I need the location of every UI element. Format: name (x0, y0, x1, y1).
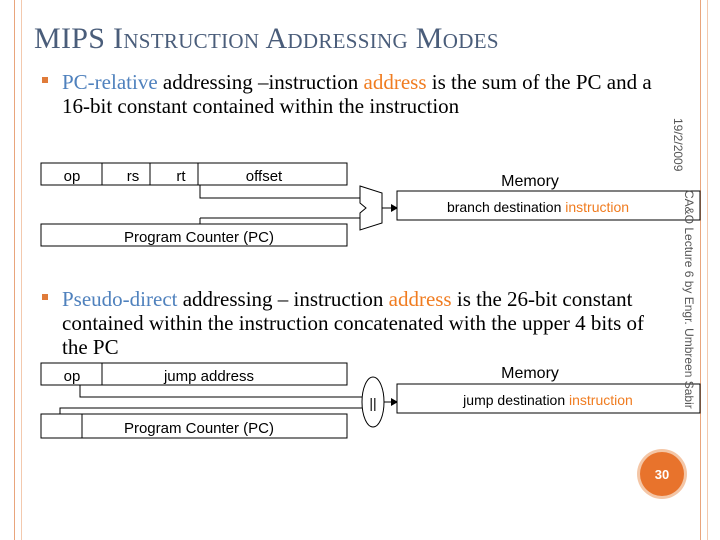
bullet-highlight: address (388, 287, 452, 311)
memory-destination: jump destination instruction (462, 392, 633, 408)
memory-box (396, 383, 701, 414)
bullet-text: addressing – instruction (177, 287, 389, 311)
bullet-marker (42, 77, 48, 83)
address-wire (79, 385, 362, 398)
pc-relative-diagram: op rs rt offset Memory branch destinatio… (40, 162, 701, 247)
right-frame-line-outer (707, 0, 708, 540)
bullet-text-rest: is the 26-bit constant contained within … (62, 287, 645, 359)
field-jump-address: jump address (163, 368, 254, 385)
memory-label: Memory (501, 365, 559, 382)
bullet-marker (42, 294, 48, 300)
left-frame-line-inner (21, 0, 22, 540)
lecture-credit: CA&O Lecture 6 by Engr. Umbreen Sabir (682, 190, 696, 409)
pseudo-direct-diagram: op jump address || Memory jump destinati… (40, 362, 701, 439)
concat-operator: || (369, 395, 376, 411)
offset-wire (199, 185, 360, 199)
right-frame-line (700, 0, 701, 540)
memory-label: Memory (501, 173, 559, 190)
bullet-term: Pseudo-direct (62, 287, 178, 311)
field-offset: offset (246, 168, 283, 185)
slide-title: MIPS Instruction Addressing Modes (34, 22, 499, 55)
field-rt: rt (176, 168, 186, 185)
instruction-box (40, 162, 348, 186)
adder-symbol (359, 185, 383, 231)
bullet-highlight: address (363, 70, 427, 94)
field-op: op (64, 368, 81, 385)
pc-label: Program Counter (PC) (124, 229, 274, 246)
bullet-pc-relative: PC-relative addressing –instruction addr… (42, 70, 662, 118)
instruction-box (40, 362, 348, 386)
page-number-badge: 30 (640, 452, 684, 496)
slide-date: 19/2/2009 (671, 118, 685, 172)
memory-box (396, 190, 701, 221)
page-number: 30 (654, 466, 670, 482)
field-rs: rs (127, 168, 140, 185)
bullet-text: addressing –instruction (157, 70, 364, 94)
pc-box (40, 223, 348, 247)
bullet-term: PC-relative (62, 70, 158, 94)
field-op: op (64, 168, 81, 185)
bullet-pseudo-direct: Pseudo-direct addressing – instruction a… (42, 287, 662, 359)
memory-destination: branch destination instruction (447, 199, 629, 215)
pc-wire (59, 407, 362, 414)
pc-label: Program Counter (PC) (124, 420, 274, 437)
pc-box (40, 413, 348, 439)
bullet-text-rest: is the sum of the PC and a 16-bit consta… (62, 70, 652, 118)
left-frame-line (14, 0, 15, 540)
